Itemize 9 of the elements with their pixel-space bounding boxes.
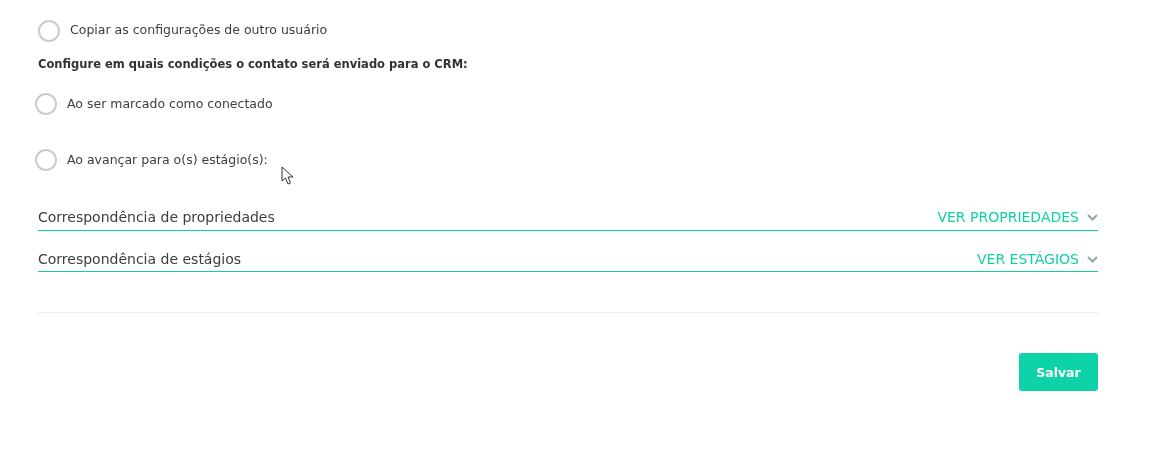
section-heading: Configure em quais condições o contato será enviado para o CRM:	[38, 57, 468, 71]
option-label: Copiar as configurações de outro usuário	[70, 22, 328, 37]
section-title: Correspondência de estágios	[38, 251, 242, 267]
save-button: Salvar	[1019, 353, 1098, 391]
option-label: Ao avançar para o(s) estágio(s):	[67, 152, 268, 167]
expand-link: VER ESTÁGIOS	[977, 251, 1098, 267]
section-title: Correspondência de propriedades	[38, 209, 275, 225]
expand-link: VER PROPRIEDADES	[937, 209, 1098, 225]
option-label: Ao ser marcado como conectado	[67, 96, 273, 111]
